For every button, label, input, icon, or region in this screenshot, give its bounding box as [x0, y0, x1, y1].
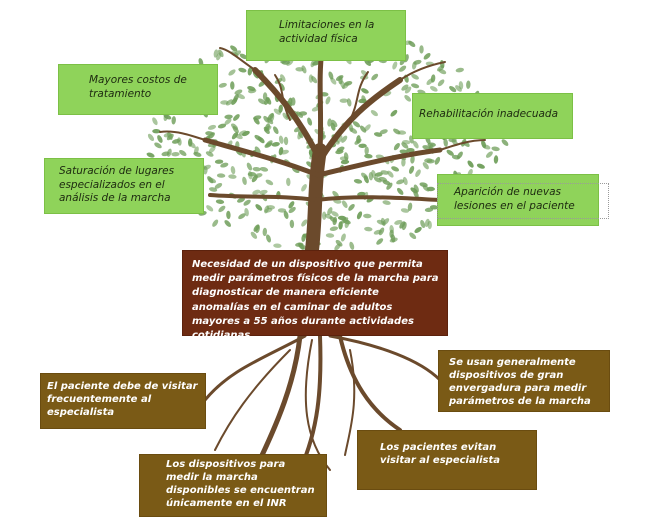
effect-saturacion: Saturación de lugares especializados en … — [44, 158, 204, 214]
cause-dispositivos-gran-envergadura: Se usan generalmente dispositivos de gra… — [438, 350, 610, 412]
cause-visitar-frecuentemente: El paciente debe de visitar frecuentemen… — [40, 373, 206, 429]
effect-rehabilitacion: Rehabilitación inadecuada — [412, 93, 573, 139]
effect-limitaciones: Limitaciones en la actividad física — [246, 10, 406, 61]
effect-aparicion: Aparición de nuevas lesiones en el pacie… — [437, 174, 599, 226]
selection-outline — [437, 183, 609, 219]
effect-costos: Mayores costos de tratamiento — [58, 64, 218, 115]
cause-dispositivos-inr: Los dispositivos para medir la marcha di… — [139, 454, 327, 517]
tree-branches — [159, 47, 486, 257]
cause-evitan-visitar: Los pacientes evitan visitar al especial… — [357, 430, 537, 490]
core-problem: Necesidad de un dispositivo que permita … — [182, 250, 448, 341]
